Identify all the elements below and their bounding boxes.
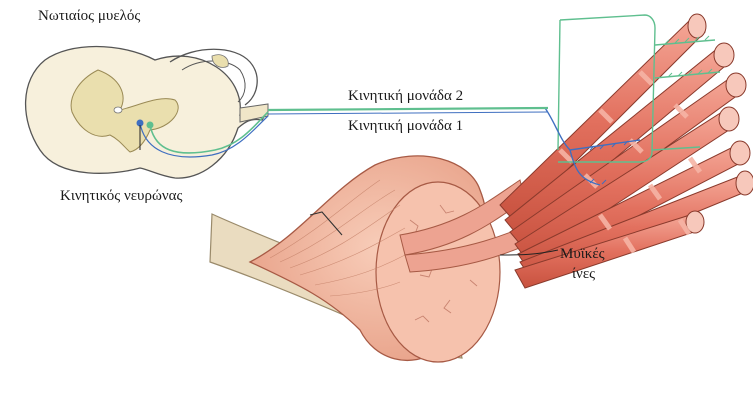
spinal-cord-cross-section [26,47,268,179]
muscle-fibers-label-line1: Μυϊκές [560,246,605,263]
motor-unit-1-label: Κινητική μονάδα 1 [348,118,463,135]
muscle-fiber-bundle [500,14,753,288]
spinal-cord-label: Νωτιαίος μυελός [38,8,140,25]
motor-unit-2-label: Κινητική μονάδα 2 [348,88,463,105]
muscle-fibers-label-line2: ίνες [572,266,595,283]
motor-neuron-label: Κινητικός νευρώνας [60,188,182,205]
